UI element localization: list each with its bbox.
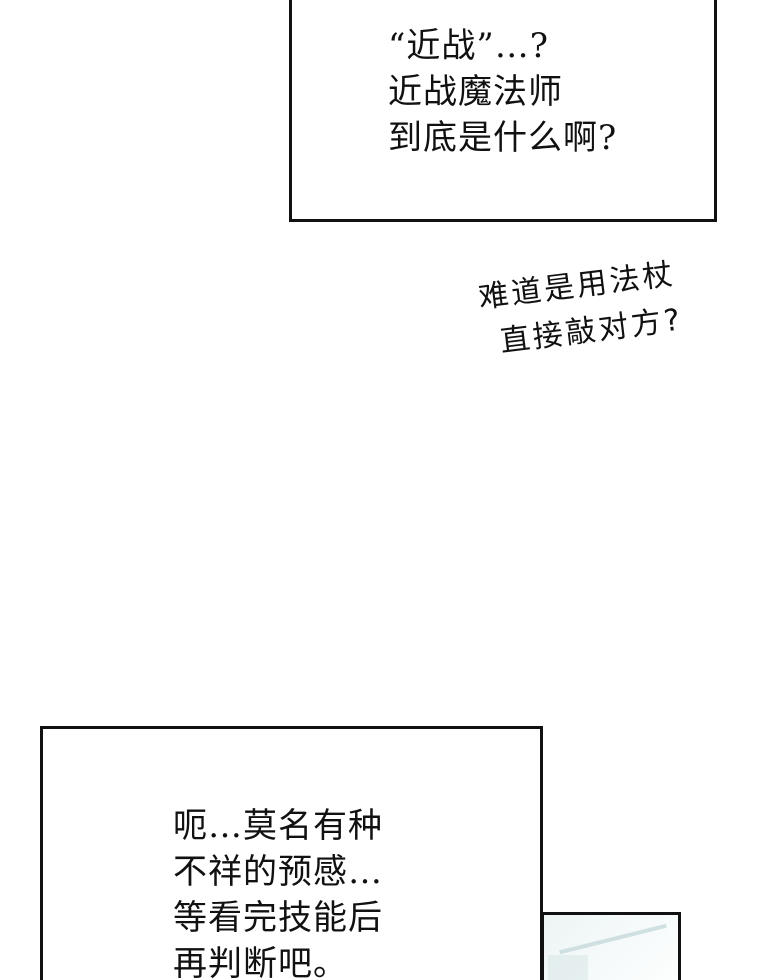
caption-text-bottom: 呃…莫名有种 不祥的预感… 等看完技能后 再判断吧。 [173, 803, 383, 980]
caption-line: “近战”…? [388, 26, 549, 66]
caption-box-top: “近战”…? 近战魔法师 到底是什么啊? [289, 0, 717, 222]
caption-line: 呃…莫名有种 [173, 806, 383, 846]
caption-line: 到底是什么啊? [388, 118, 618, 158]
comic-panel-corner [541, 912, 681, 980]
caption-box-bottom: 呃…莫名有种 不祥的预感… 等看完技能后 再判断吧。 [40, 726, 543, 980]
caption-line: 近战魔法师 [388, 72, 563, 112]
light-streak [559, 923, 667, 955]
caption-line: 再判断吧。 [173, 944, 348, 980]
light-streak [548, 955, 588, 980]
caption-line: 等看完技能后 [173, 898, 383, 938]
caption-line: 不祥的预感… [173, 852, 383, 892]
handwritten-thought: 难道是用法杖 直接敲对方? [476, 252, 686, 368]
caption-text-top: “近战”…? 近战魔法师 到底是什么啊? [388, 23, 617, 161]
